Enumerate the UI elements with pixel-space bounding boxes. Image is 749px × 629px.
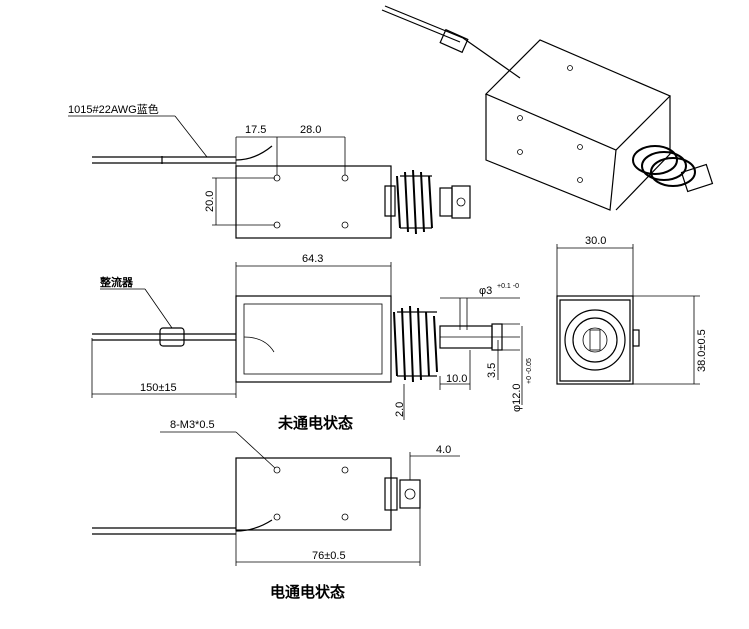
rectifier-label: 整流器 (99, 275, 134, 289)
dim-30: 30.0 (585, 235, 606, 247)
dim-150: 150±15 (140, 382, 177, 394)
caption-on-state: 电通电状态 (270, 583, 345, 601)
rectifier (159, 327, 185, 347)
dim-17-5: 17.5 (245, 124, 266, 136)
lead-wires-top (92, 145, 273, 164)
wire-spec-label: 1015#22AWG蓝色 (68, 102, 159, 116)
dim-phi3: φ3 (479, 285, 492, 297)
spring-top (384, 169, 433, 235)
side-view: 64.3 整流器 φ3 +0.1 -0 10.0 3 (91, 253, 533, 432)
dim-4: 4.0 (436, 444, 451, 456)
frame-side (235, 295, 392, 383)
dim-10: 10.0 (446, 373, 467, 385)
energized-view: 8-M3*0.5 4.0 76±0.5 电通电状态 (92, 419, 460, 601)
dim-38: 38.0±0.5 (696, 329, 708, 372)
frame-end (556, 295, 634, 385)
dim-76: 76±0.5 (312, 550, 346, 562)
spring-side (393, 305, 438, 383)
dim-phi12-tol: +0 -0.05 (526, 358, 533, 384)
isometric-view (381, 5, 714, 211)
dim-2: 2.0 (394, 402, 406, 417)
m3-holes-label: 8-M3*0.5 (170, 419, 215, 431)
lead-wires-bottom (92, 519, 273, 535)
top-view: 1015#22AWG蓝色 17.5 28.0 20.0 (68, 102, 471, 239)
frame-top (235, 165, 392, 239)
dim-64-3: 64.3 (302, 253, 323, 265)
dim-3-5: 3.5 (486, 363, 498, 378)
end-view: 30.0 38.0±0.5 (556, 235, 708, 385)
lead-wires-side (92, 333, 236, 341)
caption-off-state: 未通电状态 (277, 414, 353, 432)
dim-28: 28.0 (300, 124, 321, 136)
dim-20: 20.0 (204, 191, 216, 212)
dim-phi3-tol: +0.1 -0 (497, 283, 519, 290)
frame-bottom (235, 457, 392, 531)
dim-phi12: φ12.0 (511, 383, 523, 412)
